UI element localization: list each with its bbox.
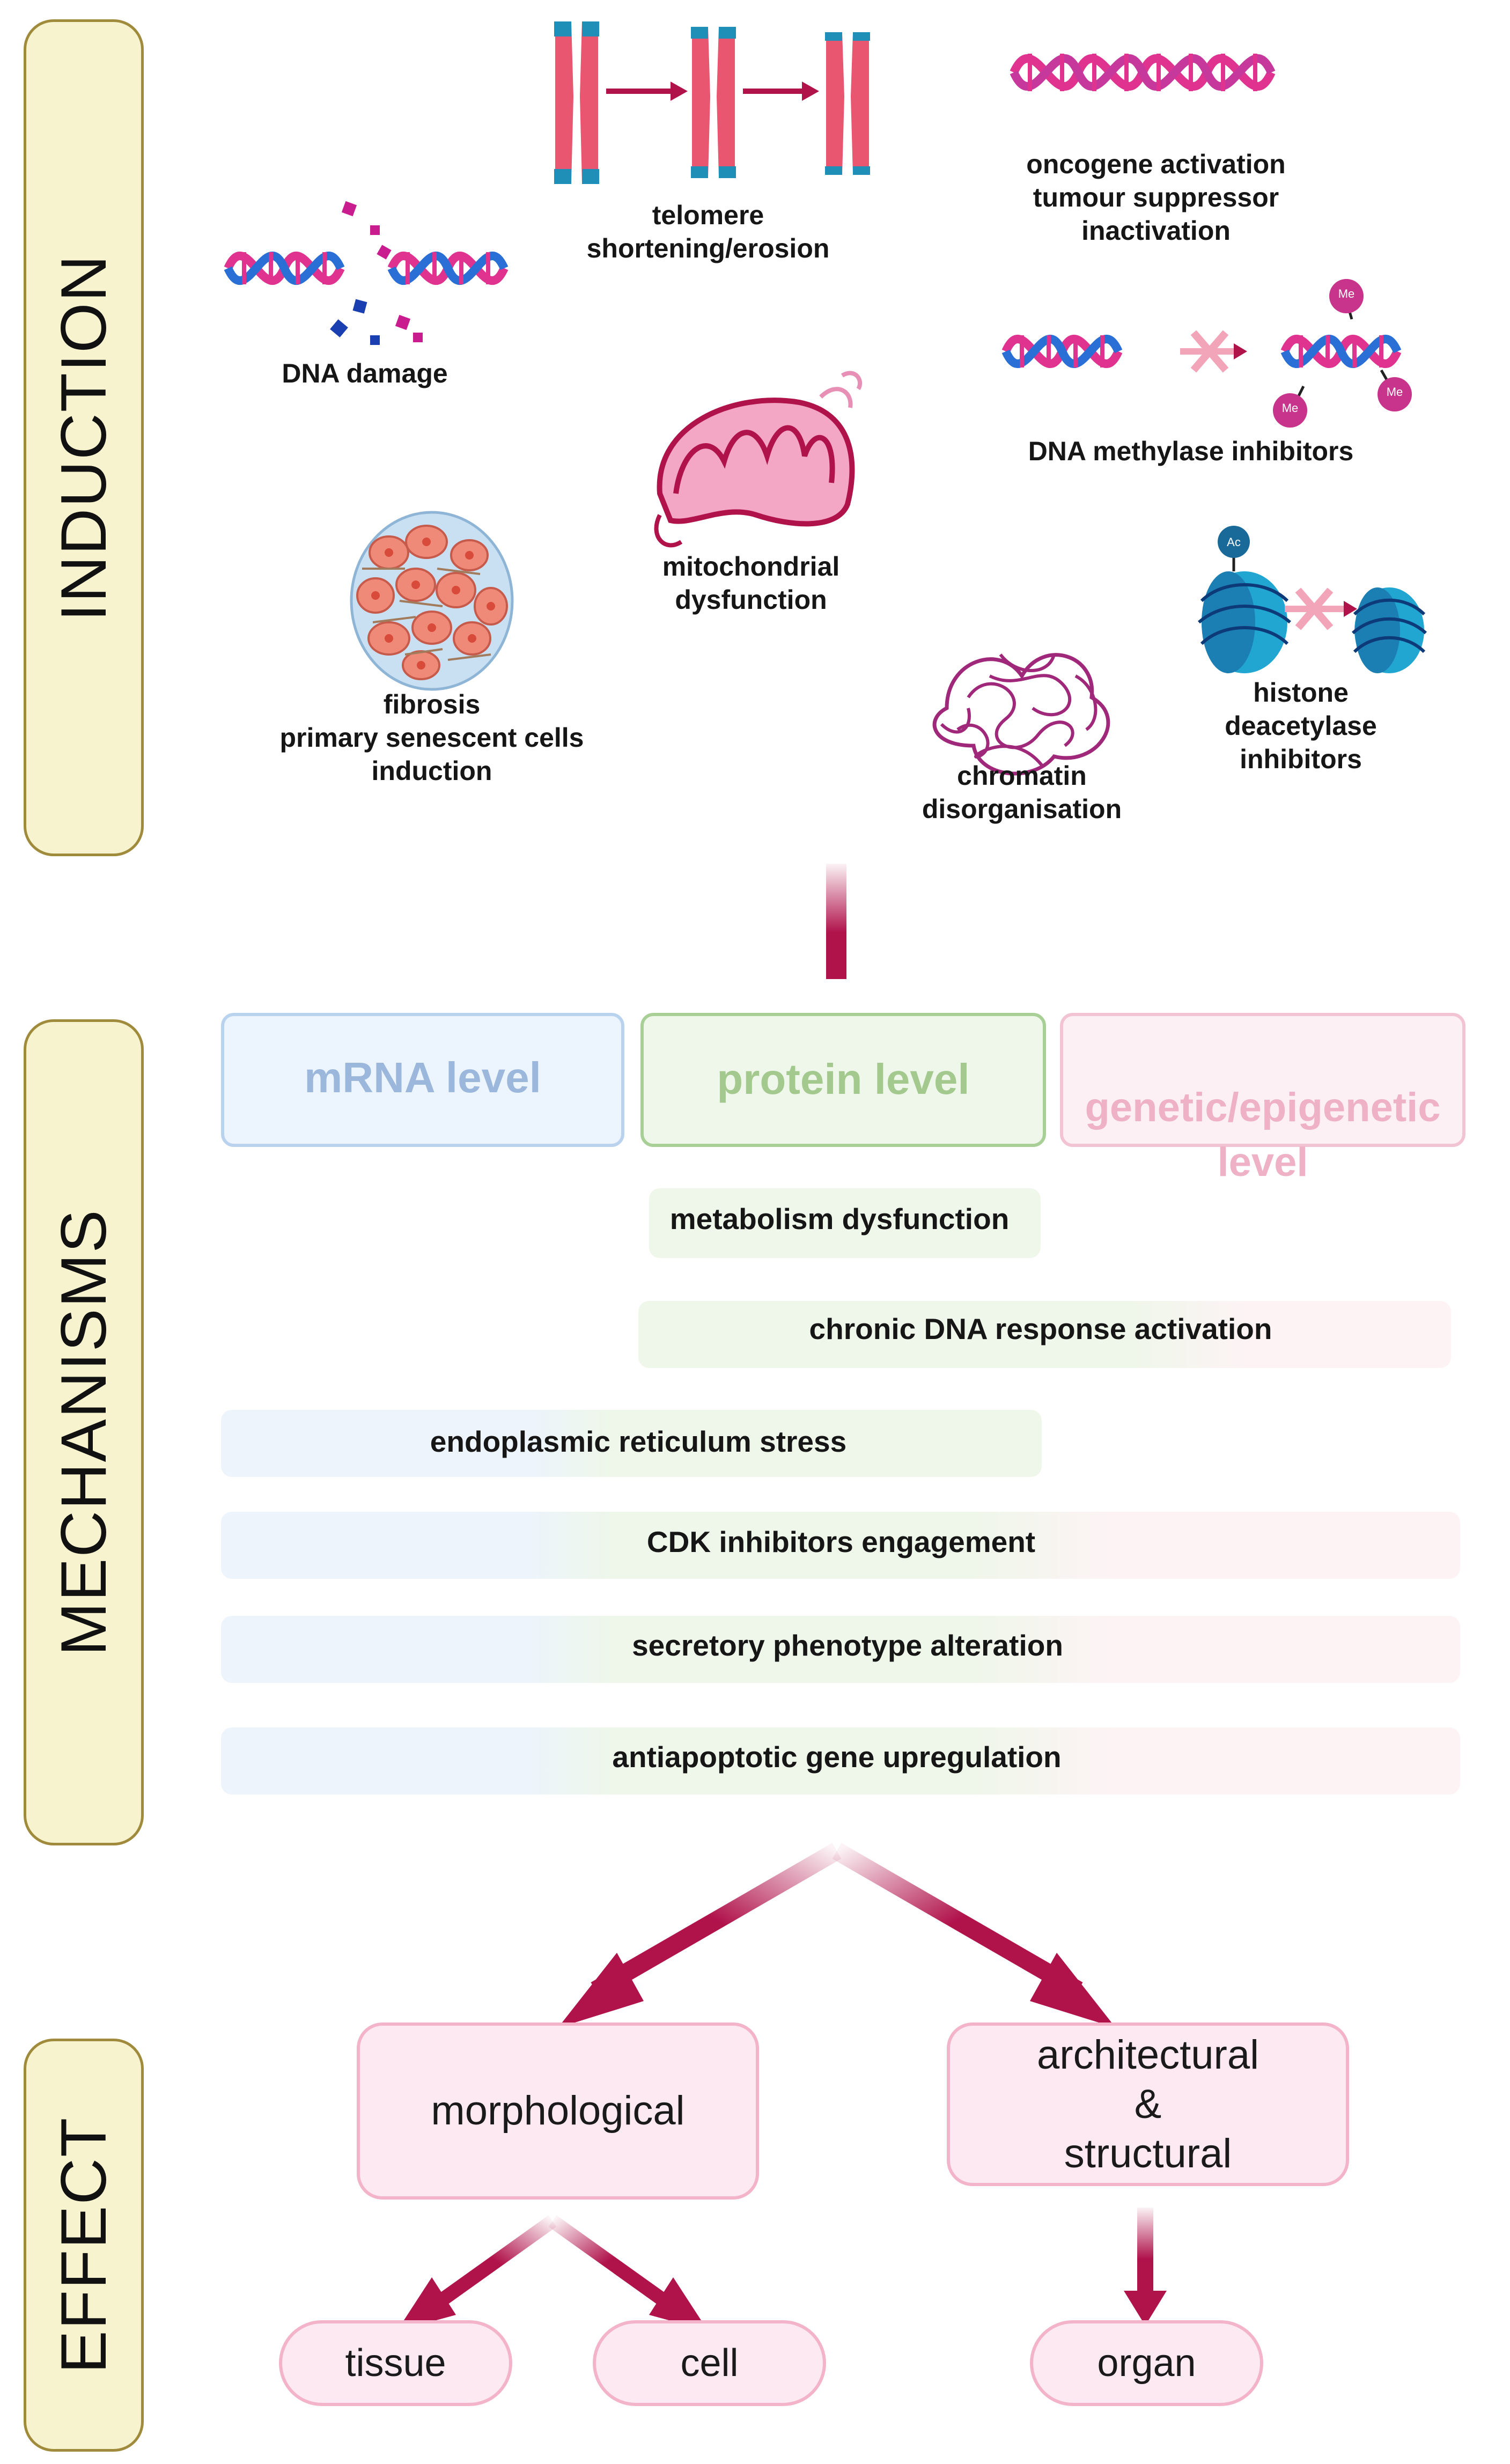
architectural-box: architectural & structural bbox=[947, 2022, 1349, 2186]
protein-level-label: protein level bbox=[717, 1055, 970, 1103]
cell-label: cell bbox=[680, 2342, 739, 2385]
flow-connector bbox=[826, 864, 846, 979]
mechanism-label: metabolism dysfunction bbox=[669, 1202, 1010, 1235]
mechanism-bar bbox=[649, 1188, 1041, 1258]
mrna-level-label: mRNA level bbox=[304, 1054, 541, 1101]
morphological-label: morphological bbox=[431, 2088, 685, 2134]
mechanism-label: CDK inhibitors engagement bbox=[646, 1525, 1036, 1558]
mechanism-label: endoplasmic reticulum stress bbox=[430, 1425, 847, 1458]
tissue-label: tissue bbox=[345, 2342, 446, 2385]
mechanism-bar bbox=[221, 1512, 1460, 1579]
mechanism-bar bbox=[221, 1616, 1460, 1683]
dna-damage-label: DNA damage bbox=[282, 358, 448, 388]
tissue-box: tissue bbox=[279, 2320, 512, 2406]
cell-box: cell bbox=[593, 2320, 826, 2406]
protein-level-header: protein level bbox=[640, 1013, 1046, 1147]
nucleosome-icon bbox=[1198, 526, 1427, 673]
mitochondrial-label: mitochondrial dysfunction bbox=[662, 551, 840, 615]
mechanism-bar bbox=[638, 1301, 1451, 1368]
mechanism-label: secretory phenotype alteration bbox=[632, 1629, 1063, 1662]
morphological-box: morphological bbox=[357, 2022, 759, 2200]
mitochondrion-icon bbox=[654, 371, 863, 548]
mrna-level-header: mRNA level bbox=[221, 1013, 624, 1147]
chromosome-icon bbox=[554, 21, 870, 184]
dna-damage-icon bbox=[224, 201, 509, 345]
chromatin-label: chromatin disorganisation bbox=[922, 761, 1122, 824]
methyl-tag-label: Me bbox=[1386, 385, 1403, 399]
fibrosis-cells-icon bbox=[350, 511, 514, 691]
mechanism-label: antiapoptotic gene upregulation bbox=[612, 1740, 1062, 1774]
mechanism-bar bbox=[221, 1727, 1460, 1794]
mechanism-bar bbox=[221, 1410, 1042, 1477]
mechanism-label: chronic DNA response activation bbox=[809, 1312, 1272, 1345]
genetic-level-label: genetic/epigenetic level bbox=[1085, 1085, 1441, 1185]
genetic-level-header: genetic/epigenetic level bbox=[1060, 1013, 1465, 1185]
histone-label: histone deacetylase inhibitors bbox=[1225, 678, 1377, 774]
architectural-label: architectural & structural bbox=[1037, 2032, 1259, 2176]
telomere-label: telomere shortening/erosion bbox=[586, 200, 830, 263]
induction-section-tab: INDUCTION bbox=[24, 19, 144, 856]
methyl-tag-label: Me bbox=[1281, 401, 1299, 415]
oncogene-label: oncogene activation tumour suppressor in… bbox=[1026, 149, 1286, 246]
effect-section-tab: EFFECT bbox=[24, 2039, 144, 2452]
fibrosis-label: fibrosis primary senescent cells inducti… bbox=[279, 689, 584, 786]
acetyl-tag-label: Ac bbox=[1227, 535, 1241, 549]
organ-box: organ bbox=[1030, 2320, 1263, 2406]
effect-arrows bbox=[397, 1843, 1167, 2331]
dna-helix-icon bbox=[1010, 54, 1276, 91]
methyl-tag-label: Me bbox=[1338, 287, 1355, 300]
chromatin-icon bbox=[932, 653, 1110, 776]
methylase-label: DNA methylase inhibitors bbox=[1028, 436, 1354, 466]
organ-label: organ bbox=[1097, 2342, 1196, 2385]
dna-methylation-icon bbox=[1001, 279, 1412, 428]
mechanisms-section-tab: MECHANISMS bbox=[24, 1019, 144, 1845]
